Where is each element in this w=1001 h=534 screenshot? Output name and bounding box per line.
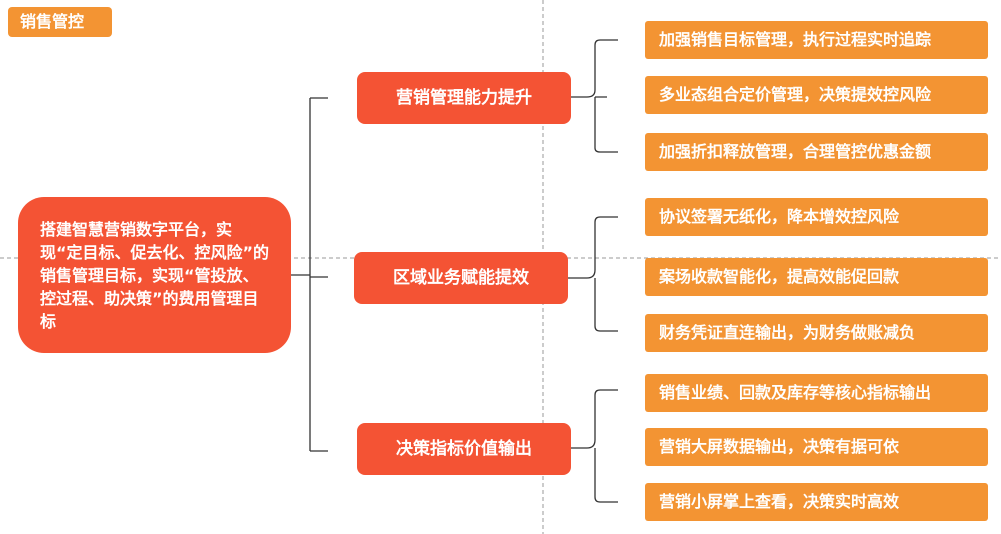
branch-bracket-2	[567, 216, 618, 332]
leaf-node-2-3: 财务凭证直连输出，为财务做账减负	[645, 314, 988, 352]
leaf-node-3-3: 营销小屏掌上查看，决策实时高效	[645, 483, 988, 521]
leaf-node-3-2: 营销大屏数据输出，决策有据可依	[645, 428, 988, 466]
branch-node-3: 决策指标价值输出	[357, 423, 571, 475]
branch-bracket-3	[571, 389, 618, 503]
branch-node-2: 区域业务赋能提效	[354, 252, 568, 304]
leaf-node-2-1: 协议签署无纸化，降本增效控风险	[645, 198, 988, 236]
section-tag: 销售管控	[8, 7, 112, 37]
branch-bracket-1	[571, 39, 618, 153]
leaf-node-1-2: 多业态组合定价管理，决策提效控风险	[645, 76, 988, 114]
root-bracket	[291, 97, 328, 452]
leaf-node-2-2: 案场收款智能化，提高效能促回款	[645, 258, 988, 296]
leaf-node-1-1: 加强销售目标管理，执行过程实时追踪	[645, 21, 988, 59]
root-node: 搭建智慧营销数字平台，实现“定目标、促去化、控风险”的销售管理目标，实现“管投放…	[18, 197, 291, 353]
branch-node-1: 营销管理能力提升	[357, 72, 571, 124]
leaf-node-1-3: 加强折扣释放管理，合理管控优惠金额	[645, 133, 988, 171]
leaf-node-3-1: 销售业绩、回款及库存等核心指标输出	[645, 374, 988, 412]
